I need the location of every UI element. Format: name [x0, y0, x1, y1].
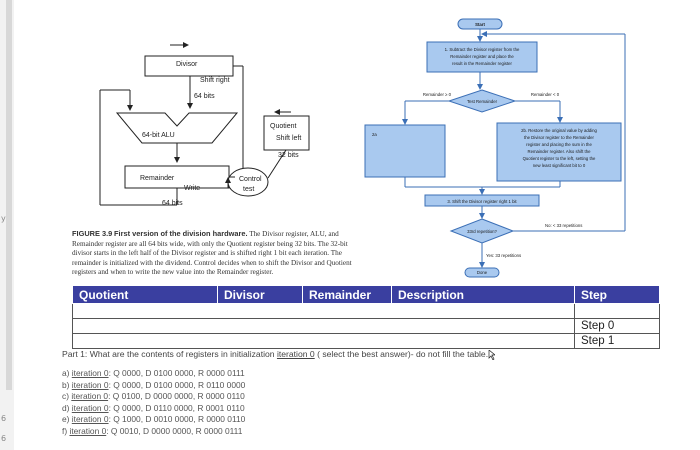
- table-cell-step: Step 0: [574, 318, 660, 334]
- option-text: : Q 0010, D 0000 0000, R 0000 0111: [106, 425, 243, 436]
- table-row: Step 1: [72, 333, 660, 349]
- table-header-row: Quotient Divisor Remainder Description S…: [72, 285, 660, 304]
- question-prefix: Part 1: What are the contents of registe…: [62, 349, 277, 359]
- option-b[interactable]: b) iteration 0: Q 0000, D 0100 0000, R 0…: [62, 380, 245, 392]
- divisor-bits-label: 64 bits: [194, 93, 215, 100]
- col-divisor: Divisor: [217, 285, 303, 304]
- flow-step2b-line: the Divisor register to the Remainder: [524, 135, 595, 140]
- control-label: Control: [239, 176, 262, 183]
- remainder-bits-label: 64 bits: [162, 200, 183, 207]
- flow-step3: 3. Shift the Divisor register right 1 bi…: [447, 199, 517, 204]
- flow-rem-lt: Remainder < 0: [531, 92, 560, 97]
- flow-rem-ge: Remainder ≥ 0: [423, 92, 452, 97]
- table-cell-step: Step 1: [574, 333, 660, 349]
- test-remainder-diamond: [447, 89, 517, 113]
- remainder-write-label: Write: [184, 185, 200, 192]
- quotient-bits-label: 32 bits: [278, 152, 299, 159]
- register-table: Quotient Divisor Remainder Description S…: [72, 285, 660, 349]
- gutter-mark: 6: [1, 434, 7, 443]
- done-terminal: [464, 267, 500, 278]
- control-test-label: test: [243, 186, 254, 193]
- option-d[interactable]: d) iteration 0: Q 0000, D 0110 0000, R 0…: [62, 403, 245, 415]
- col-remainder: Remainder: [302, 285, 392, 304]
- question-suffix: ( select the best answer)- do not fill t…: [314, 349, 489, 359]
- col-quotient: Quotient: [72, 285, 218, 304]
- divisor-shift-label: Shift right: [200, 77, 230, 84]
- option-text: : Q 0100, D 0000 0000, R 0000 0110: [108, 391, 245, 401]
- flow-step2b-line: register and placing the sum in the: [526, 142, 592, 147]
- option-f[interactable]: f) iteration 0: Q 0010, D 0000 0000, R 0…: [62, 426, 245, 438]
- alu-shape: [115, 112, 239, 144]
- flow-step1-line: result in the Remainder register: [452, 61, 513, 66]
- option-letter: c): [62, 391, 69, 401]
- flow-step1-line: Remainder register and place the: [450, 54, 514, 59]
- option-iteration: iteration 0: [71, 379, 109, 390]
- option-letter: a): [62, 368, 70, 378]
- division-hardware-figure: Divisor Shift right 64 bits 64-bit ALU Q…: [99, 42, 310, 207]
- col-description: Description: [391, 285, 575, 304]
- step2b-box: [496, 122, 622, 182]
- flow-yes-branch: Yes: 33 repetitions: [486, 253, 521, 258]
- flow-test: Test Remainder: [467, 99, 498, 104]
- divisor-label: Divisor: [176, 61, 198, 68]
- option-letter: f): [62, 425, 68, 436]
- flow-repetition: 33rd repetition?: [467, 229, 497, 234]
- caption-title: First version of the division hardware.: [114, 229, 248, 238]
- quotient-shift-label: Shift left: [276, 135, 301, 142]
- left-gutter: y 6 6: [0, 0, 14, 450]
- flow-no-branch: No: < 33 repetitions: [545, 223, 582, 228]
- option-text: : Q 0000, D 0100 0000, R 0110 0000: [108, 379, 246, 390]
- option-iteration: iteration 0: [71, 391, 109, 401]
- remainder-label: Remainder: [140, 175, 175, 182]
- table-cell-step: [574, 303, 660, 319]
- division-flowchart: Start 1. Subtract the Divisor register f…: [364, 18, 626, 278]
- quotient-label: Quotient: [270, 123, 297, 130]
- option-e[interactable]: e) iteration 0: Q 1000, D 0010 0000, R 0…: [62, 414, 245, 426]
- quotient-register: [263, 115, 310, 151]
- option-text: : Q 1000, D 0010 0000, R 0000 0110: [108, 414, 246, 424]
- flow-start: Start: [475, 22, 485, 27]
- table-cell-empty[interactable]: [72, 303, 575, 319]
- flow-step2a: 2a: [372, 132, 377, 137]
- table-cell-empty[interactable]: [72, 318, 575, 334]
- flow-step2b-line: Remainder register. Also shift the: [527, 149, 591, 154]
- cursor-icon: [488, 348, 497, 361]
- figure-caption: FIGURE 3.9 First version of the division…: [72, 229, 364, 278]
- flow-step1-line: 1. Subtract the Divisor register from th…: [445, 47, 520, 52]
- gutter-mark: y: [1, 214, 6, 223]
- option-iteration: iteration 0: [71, 402, 109, 413]
- option-text: : Q 0000, D 0100 0000, R 0000 0111: [108, 368, 245, 378]
- gutter-mark: 6: [1, 414, 7, 423]
- table-row: [72, 303, 660, 319]
- option-letter: e): [62, 414, 70, 424]
- alu-label: 64-bit ALU: [142, 132, 175, 139]
- step1-box: [426, 41, 538, 73]
- flow-step2b-line: 2b. Restore the original value by adding: [521, 128, 597, 133]
- option-a[interactable]: a) iteration 0: Q 0000, D 0100 0000, R 0…: [62, 368, 245, 380]
- step2a-box: [364, 124, 446, 178]
- flow-done: Done: [477, 270, 488, 275]
- caption-label: FIGURE 3.9: [72, 229, 113, 238]
- option-c[interactable]: c) iteration 0: Q 0100, D 0000 0000, R 0…: [62, 391, 245, 403]
- table-row: Step 0: [72, 318, 660, 334]
- option-iteration: iteration 0: [71, 368, 109, 378]
- option-iteration: iteration 0: [71, 414, 109, 424]
- flow-step2b-line: Quotient register to the left, setting t…: [523, 156, 596, 161]
- option-iteration: iteration 0: [69, 425, 107, 436]
- table-cell-empty[interactable]: [72, 333, 575, 349]
- question-iteration: iteration 0: [276, 349, 315, 359]
- flow-step2b-line: new least significant bit to 0: [533, 163, 586, 168]
- question-text: Part 1: What are the contents of registe…: [62, 348, 497, 361]
- caption-text: The Divisor register, ALU, and Remainder…: [72, 230, 352, 277]
- col-step: Step: [574, 285, 660, 304]
- option-letter: d): [62, 402, 70, 413]
- answer-options: a) iteration 0: Q 0000, D 0100 0000, R 0…: [62, 368, 245, 437]
- option-text: : Q 0000, D 0110 0000, R 0001 0110: [108, 402, 245, 413]
- scrollbar[interactable]: [6, 0, 12, 390]
- option-letter: b): [62, 379, 70, 390]
